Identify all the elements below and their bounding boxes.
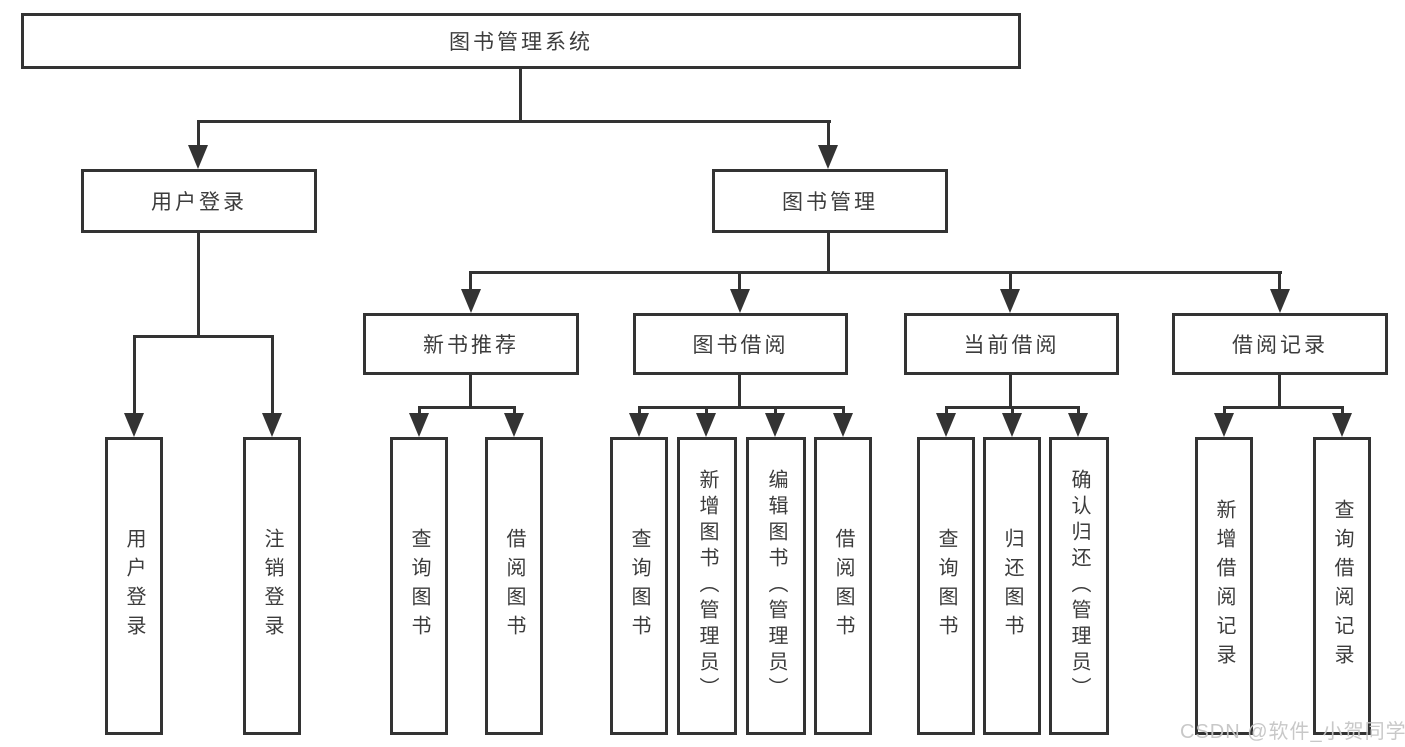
connector-leaf-stub: [133, 338, 136, 415]
arrow-down-icon: [1002, 413, 1022, 437]
node-current-borrow: 当前借阅: [904, 313, 1119, 375]
leaf-label: 确认归还（管理员）: [1068, 469, 1090, 703]
arrow-down-icon: [124, 413, 144, 437]
leaf-label: 用户登录: [123, 528, 145, 644]
connector-leaf-stub: [271, 338, 274, 415]
connector-level3-stub: [469, 274, 472, 291]
connector-group-hline: [945, 406, 1080, 409]
leaf-query-books-current: 查询图书: [917, 437, 975, 735]
node-book-management: 图书管理: [712, 169, 948, 233]
leaf-logout: 注销登录: [243, 437, 301, 735]
arrow-down-icon: [1068, 413, 1088, 437]
leaf-label: 查询图书: [628, 528, 650, 644]
leaf-confirm-return-admin: 确认归还（管理员）: [1049, 437, 1109, 735]
leaf-query-books-borrow: 查询图书: [610, 437, 668, 735]
leaf-label: 新增借阅记录: [1213, 499, 1235, 673]
leaf-label: 借阅图书: [503, 528, 525, 644]
arrow-down-icon: [696, 413, 716, 437]
arrow-down-icon: [1270, 289, 1290, 313]
leaf-label: 查询借阅记录: [1331, 499, 1353, 673]
node-book-borrow: 图书借阅: [633, 313, 848, 375]
arrow-down-icon: [188, 145, 208, 169]
leaf-label: 注销登录: [261, 528, 283, 644]
leaf-label: 编辑图书（管理员）: [765, 469, 787, 703]
leaf-label: 查询图书: [408, 528, 430, 644]
leaf-label: 查询图书: [935, 528, 957, 644]
connector-group-hline: [638, 406, 845, 409]
leaf-add-book-admin: 新增图书（管理员）: [677, 437, 737, 735]
arrow-down-icon: [818, 145, 838, 169]
leaf-return-book: 归还图书: [983, 437, 1041, 735]
connector-level3-stub: [1278, 274, 1281, 291]
arrow-down-icon: [730, 289, 750, 313]
connector-bookmgmt-vline: [827, 233, 830, 273]
leaf-query-borrow-record: 查询借阅记录: [1313, 437, 1371, 735]
connector-userlogin-vline: [197, 233, 200, 337]
connector-group-vline: [1009, 375, 1012, 408]
leaf-label: 借阅图书: [832, 528, 854, 644]
connector-group-vline: [1278, 375, 1281, 408]
arrow-down-icon: [1000, 289, 1020, 313]
connector-root-vline: [519, 69, 522, 122]
arrow-down-icon: [936, 413, 956, 437]
arrow-down-icon: [833, 413, 853, 437]
leaf-borrow-books-recommend: 借阅图书: [485, 437, 543, 735]
arrow-down-icon: [629, 413, 649, 437]
connector-group-hline: [1223, 406, 1344, 409]
connector-userlogin-stub: [197, 123, 200, 148]
leaf-add-borrow-record: 新增借阅记录: [1195, 437, 1253, 735]
arrow-down-icon: [1214, 413, 1234, 437]
node-library-system-root: 图书管理系统: [21, 13, 1021, 69]
connector-group-vline: [738, 375, 741, 408]
connector-group-hline: [418, 406, 516, 409]
leaf-query-books-recommend: 查询图书: [390, 437, 448, 735]
connector-root-hline: [197, 120, 831, 123]
connector-group-vline: [469, 375, 472, 408]
connector-userlogin-hline: [133, 335, 274, 338]
csdn-watermark: CSDN @软件_小贺同学: [1180, 721, 1405, 743]
node-new-book-recommend: 新书推荐: [363, 313, 579, 375]
leaf-label: 新增图书（管理员）: [696, 469, 718, 703]
arrow-down-icon: [409, 413, 429, 437]
connector-bookmgmt-stub: [827, 123, 830, 148]
connector-level3-stub: [1009, 274, 1012, 291]
connector-level3-stub: [738, 274, 741, 291]
arrow-down-icon: [504, 413, 524, 437]
node-user-login: 用户登录: [81, 169, 317, 233]
leaf-edit-book-admin: 编辑图书（管理员）: [746, 437, 806, 735]
arrow-down-icon: [1332, 413, 1352, 437]
connector-bookmgmt-hline: [469, 271, 1282, 274]
leaf-label: 归还图书: [1001, 528, 1023, 644]
arrow-down-icon: [262, 413, 282, 437]
leaf-user-login: 用户登录: [105, 437, 163, 735]
arrow-down-icon: [461, 289, 481, 313]
leaf-borrow-books: 借阅图书: [814, 437, 872, 735]
node-borrow-record: 借阅记录: [1172, 313, 1388, 375]
arrow-down-icon: [765, 413, 785, 437]
